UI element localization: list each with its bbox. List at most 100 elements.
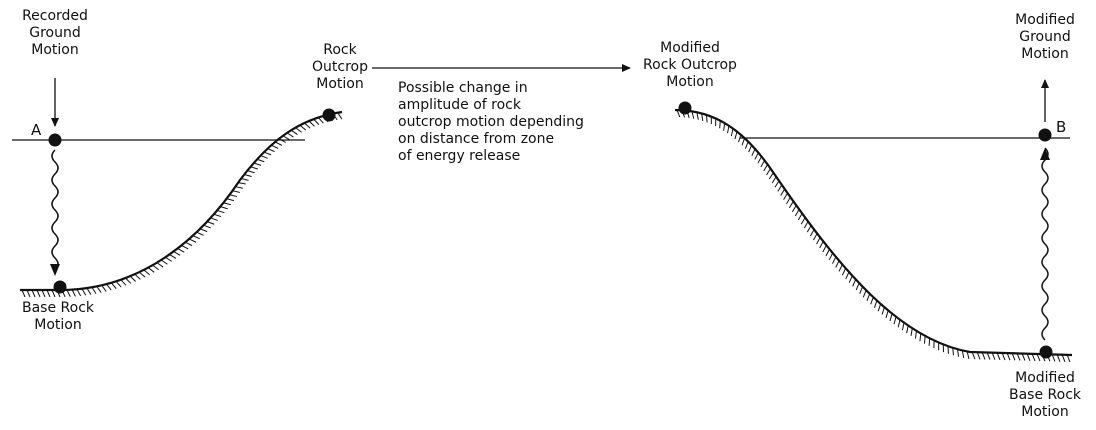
hatch-tick [271,145,278,148]
hatch-tick [874,301,877,308]
hatch-tick [144,270,150,275]
hatch-tick [314,119,319,125]
hatch-tick [849,276,852,283]
hatch-tick [148,268,154,273]
hatch-tick [157,263,163,267]
hatch-tick [772,177,776,183]
hatch-tick [87,288,91,294]
hatch-tick [871,297,874,304]
hatch-tick [742,138,745,145]
hatch-tick [178,248,185,252]
hatch-tick [200,229,207,232]
left-rock-profile [20,112,342,290]
hatch-tick [77,289,81,296]
hatch-tick [911,328,912,336]
amplitude-change-note: Possible change in amplitude of rock out… [398,80,584,165]
hatch-tick [886,311,888,318]
hatch-tick [230,195,237,197]
hatch-tick [767,168,771,174]
hatch-tick [318,117,323,123]
hatch-tick [283,136,290,140]
hatch-tick [863,290,866,297]
hatch-tick [769,173,773,179]
point-b-node [1039,129,1052,142]
hatch-tick [786,197,790,203]
hatch-tick [130,276,135,281]
hatch-tick [706,115,707,123]
hatch-tick [907,326,908,333]
hatch-tick [775,181,779,187]
hatch-tick [839,265,842,272]
hatch-tick [749,145,752,152]
modified-rock-outcrop-motion-label: Modified Rock Outcrop Motion [630,40,750,91]
modified-base-rock-node [1040,346,1053,359]
hatch-tick [745,142,748,149]
hatch-tick [807,226,811,233]
base-rock-node [54,281,67,294]
hatch-tick [820,241,824,248]
hatch-tick [227,199,234,201]
left-wave-path [52,150,58,270]
hatch-tick [291,130,297,134]
hatch-tick [789,201,793,208]
hatch-tick [235,187,242,189]
hatch-tick [116,281,121,287]
hatch-tick [728,126,729,133]
left-wave-arrowhead [50,264,60,276]
hatch-tick [755,153,758,160]
hatch-tick [102,285,107,291]
hatch-tick [804,222,808,229]
rock-outcrop-motion-label: Rock Outcrop Motion [300,42,380,93]
hatch-tick [238,183,245,184]
hatch-tick [758,156,762,163]
base-rock-motion-label: Base Rock Motion [8,300,108,334]
hatch-tick [275,142,282,145]
hatch-tick [764,164,768,171]
hatch-tick [247,171,254,173]
hatch-tick [801,217,805,224]
hatch-tick [338,113,342,119]
point-a-node [49,134,62,147]
hatch-tick [92,287,96,293]
hatch-tick [296,128,302,133]
hatch-tick [174,252,181,256]
hatch-tick [193,236,200,239]
hatch-tick [244,175,251,177]
hatch-tick [948,346,949,354]
hatch-tick [842,268,845,275]
hatch-tick [798,213,802,220]
hatch-tick [795,209,799,216]
hatch-tick [813,233,817,240]
hatch-tick [920,334,921,342]
hatch-tick [853,279,856,286]
hatch-tick [169,254,175,258]
hatch-tick [250,167,257,169]
hatch-tick [161,260,167,264]
hatch-tick [304,123,310,128]
hatch-tick [761,160,765,167]
hatch-tick [135,274,141,279]
modified-ground-motion-label: Modified Ground Motion [1000,12,1090,63]
hatch-tick [111,283,116,289]
hatch-tick [898,320,900,327]
hatch-tick [185,242,192,245]
hatch-tick [223,203,230,205]
hatch-tick [197,232,204,235]
hatch-tick [139,272,145,277]
hatch-tick [867,294,870,301]
point-b-label: B [1056,118,1066,136]
hatch-tick [902,323,904,330]
hatch-tick [724,123,725,131]
right-wave-path [1042,148,1048,340]
hatch-tick [254,163,261,165]
hatch-tick [878,304,880,311]
hatch-tick [924,336,925,344]
hatch-tick [207,222,214,225]
hatch-tick [204,225,211,228]
hatch-tick [846,272,849,279]
hatch-tick [836,261,839,268]
hatch-tick [268,149,275,152]
point-a-label: A [31,121,41,139]
